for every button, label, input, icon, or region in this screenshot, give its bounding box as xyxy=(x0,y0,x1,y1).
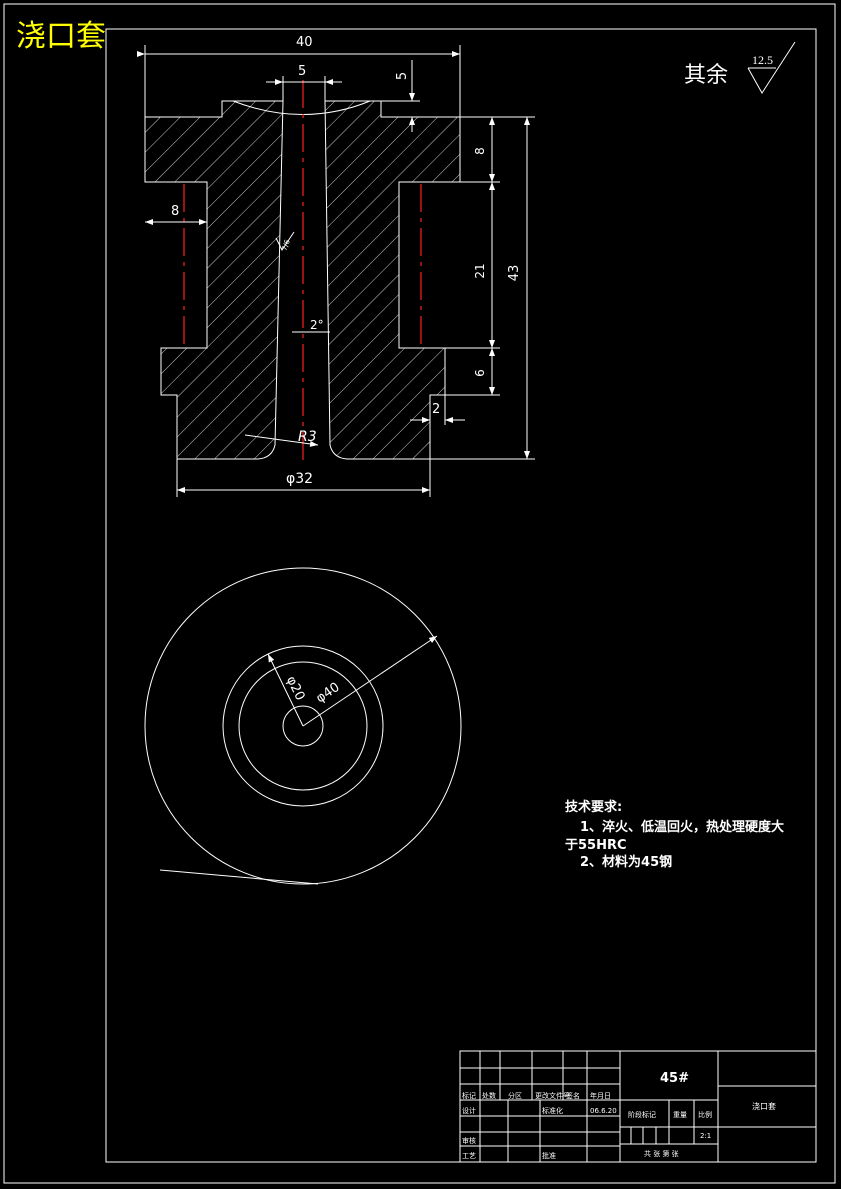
section-view: 40 5 5 8 21 6 43 8 xyxy=(137,35,535,497)
top-view: φ20 φ40 xyxy=(144,567,462,885)
outer-border xyxy=(3,3,836,1184)
tb-part-name: 浇口套 xyxy=(752,1101,776,1111)
section-right-half xyxy=(324,100,461,460)
tech-heading: 技术要求: xyxy=(565,799,622,815)
dim-bore-top: 5 xyxy=(298,64,306,79)
tech-line-1: 1、淬火、低温回火，热处理硬度大 xyxy=(580,819,784,835)
roughness-label: 其余 xyxy=(684,63,728,88)
tb-design: 设计 xyxy=(462,1106,476,1115)
tb-h0: 标记 xyxy=(462,1091,476,1100)
drawing-title: 浇口套 xyxy=(16,19,106,54)
title-block-text: 45# 浇口套 标记 处数 分区 更改文件号 签名 年月日 设计 标准化 06.… xyxy=(462,1071,776,1160)
tb-date: 06.6.20 xyxy=(590,1107,617,1115)
dim-top-width: 40 xyxy=(296,35,313,50)
tb-h4: 签名 xyxy=(566,1091,580,1100)
tb-process: 工艺 xyxy=(462,1152,476,1160)
svg-text:7/6: 7/6 xyxy=(280,238,292,252)
dim-lower-step: 6 xyxy=(473,369,487,377)
dim-total-height: 43 xyxy=(507,265,522,282)
mid-circle xyxy=(222,645,384,807)
title-block xyxy=(459,1050,817,1163)
dim-groove-width: 21 xyxy=(473,263,487,278)
tb-approve: 批准 xyxy=(542,1151,556,1160)
roughness-value: 12.5 xyxy=(752,53,773,67)
tb-sheets: 共 张 第 张 xyxy=(644,1149,679,1158)
dim-base-dia: φ32 xyxy=(286,471,313,487)
tb-scale: 比例 xyxy=(698,1110,712,1119)
tb-h2: 分区 xyxy=(508,1091,522,1100)
tb-h1: 处数 xyxy=(482,1091,496,1100)
tech-requirements: 技术要求: 1、淬火、低温回火，热处理硬度大 于55HRC 2、材料为45钢 xyxy=(565,799,784,870)
dim-head-height: 5 xyxy=(395,72,410,80)
dim-taper: 2° xyxy=(310,318,324,332)
dim-dia-20: φ20 xyxy=(283,674,307,703)
tb-material: 45# xyxy=(660,1071,689,1086)
tb-h5: 年月日 xyxy=(590,1091,611,1100)
dim-fillet: R3 xyxy=(298,429,317,445)
tech-line-2: 2、材料为45钢 xyxy=(580,854,672,870)
roughness-symbol: 其余 12.5 xyxy=(684,41,796,94)
section-left-half xyxy=(144,100,284,460)
tb-scale-value: 2:1 xyxy=(700,1132,711,1140)
tb-h3: 更改文件号 xyxy=(535,1091,570,1100)
outer-circle xyxy=(144,567,462,885)
tb-weight: 重量 xyxy=(673,1111,687,1119)
dim-flange-thk: 8 xyxy=(473,147,487,155)
tb-review: 审核 xyxy=(462,1136,476,1145)
tb-standardize: 标准化 xyxy=(542,1106,563,1115)
tech-line-1b: 于55HRC xyxy=(565,838,627,853)
dim-groove-depth: 8 xyxy=(171,204,179,219)
inner-circle xyxy=(238,661,368,791)
bore-circle xyxy=(282,705,324,747)
dim-step-2: 2 xyxy=(432,402,440,417)
bore-roughness-mark: 7/6 xyxy=(275,231,295,252)
tb-stage: 阶段标记 xyxy=(628,1110,656,1119)
